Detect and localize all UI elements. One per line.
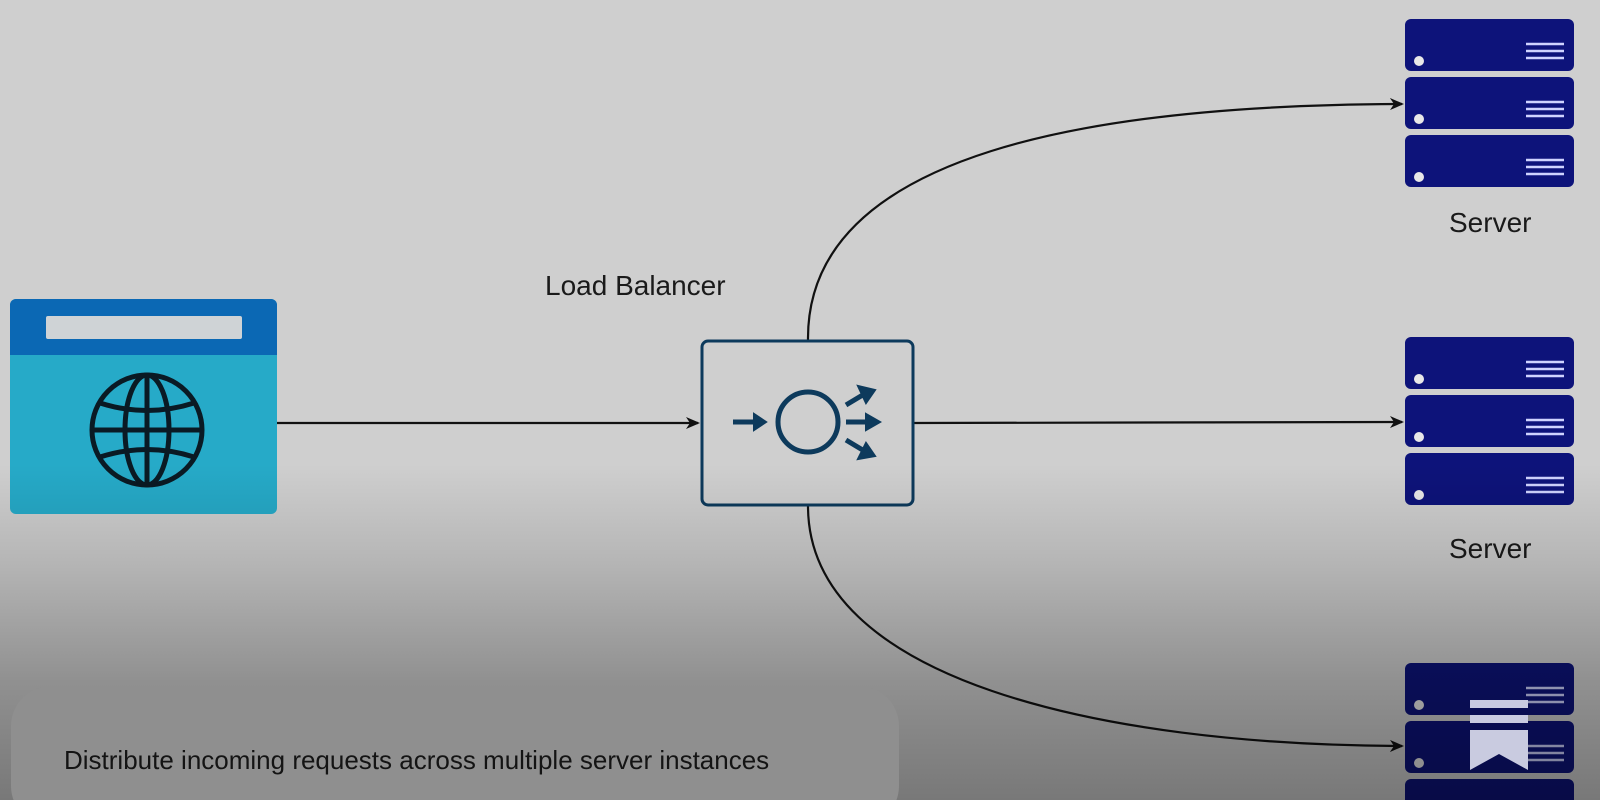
server-rack-icon xyxy=(1405,19,1574,187)
load-balancer-icon xyxy=(733,384,883,461)
edges xyxy=(277,98,1404,752)
load-balancer-box xyxy=(700,339,915,507)
caption-text: Distribute incoming requests across mult… xyxy=(64,745,770,775)
server-label: Server xyxy=(1449,533,1532,564)
edge-lb-to-server-1 xyxy=(806,98,1404,341)
caption-panel: Distribute incoming requests across mult… xyxy=(11,686,899,800)
load-balancer-node xyxy=(700,339,915,507)
bookmark-logo-icon xyxy=(1470,700,1528,770)
edge-lb-to-server-2 xyxy=(912,416,1404,429)
client-node xyxy=(10,299,277,514)
globe-icon xyxy=(89,372,205,488)
server-unit xyxy=(1405,779,1574,800)
server-rack-icon xyxy=(1405,337,1574,505)
load-balancer-label: Load Balancer xyxy=(545,270,726,301)
server-rack-icon xyxy=(1405,663,1574,800)
edge-lb-to-server-3 xyxy=(806,505,1404,752)
client-address-bar xyxy=(46,316,242,339)
server-label: Server xyxy=(1449,207,1532,238)
